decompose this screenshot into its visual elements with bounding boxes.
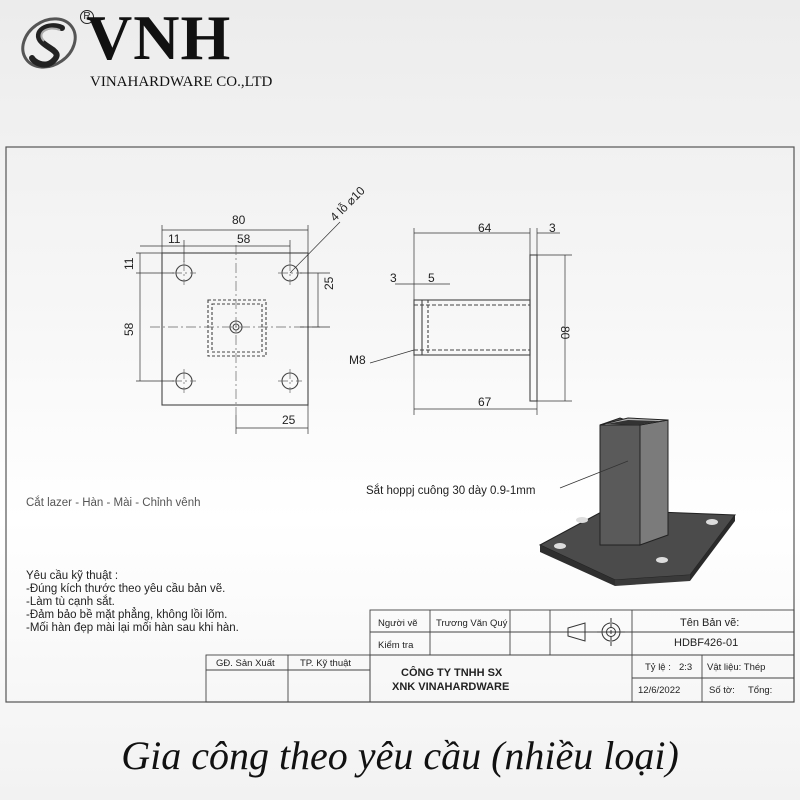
- material-label: Vật liệu: Thép: [707, 662, 765, 673]
- dim-side-3: 3: [549, 221, 556, 235]
- dim-left-mid: 58: [122, 322, 136, 336]
- dim-side-67: 67: [478, 395, 492, 409]
- 3d-render: [538, 417, 736, 586]
- material-callout: Sắt hoppj cuông 30 dày 0.9-1mm: [366, 484, 535, 497]
- caption: Gia công theo yêu cầu (nhiều loại): [121, 733, 679, 778]
- dim-holes: 4 lỗ ⌀10: [327, 183, 368, 224]
- dim-side-3b: 3: [390, 271, 397, 285]
- total-label: Tổng:: [748, 685, 772, 696]
- dim-side-80: 80: [558, 326, 572, 340]
- dim-top-width: 80: [232, 213, 246, 227]
- process-note: Cắt lazer - Hàn - Mài - Chỉnh vênh: [26, 497, 201, 509]
- checker-label: Kiểm tra: [378, 640, 414, 651]
- registered-mark: R: [80, 10, 94, 24]
- requirement-item: -Làm tù cạnh sắt.: [26, 596, 115, 608]
- company-line1: CÔNG TY TNHH SX: [401, 666, 503, 679]
- prod-label: GĐ. Sản Xuất: [216, 658, 275, 669]
- vnh-s-swirl-logo-icon: [21, 17, 77, 69]
- requirement-item: -Mối hàn đẹp mài lại mối hàn sau khi hàn…: [26, 622, 239, 634]
- tech-label: TP. Kỹ thuật: [300, 658, 351, 669]
- dim-thread: M8: [349, 353, 366, 367]
- dim-side-64: 64: [478, 221, 492, 235]
- technical-requirements: Yêu cầu kỹ thuật : -Đúng kích thước theo…: [26, 570, 239, 635]
- requirement-item: -Đảm bảo bề mặt phẳng, không lồi lõm.: [26, 609, 228, 621]
- drawing-code: HDBF426-01: [674, 637, 738, 649]
- technical-drawing: 80 58 11 4 lỗ ⌀10 11 58 25 25 64 3: [5, 146, 795, 703]
- top-view: [136, 221, 341, 434]
- company-name: VINAHARDWARE CO.,LTD: [90, 74, 273, 90]
- dim-top-inner: 58: [237, 232, 251, 246]
- title-block: [205, 609, 795, 703]
- scale-value: 2:3: [679, 662, 692, 673]
- requirements-title: Yêu cầu kỹ thuật :: [26, 570, 119, 582]
- brand-name: VNH: [86, 2, 232, 73]
- requirement-item: -Đúng kích thước theo yêu cầu bản vẽ.: [26, 583, 226, 595]
- drawer-name: Trương Văn Quý: [436, 618, 508, 629]
- company-line2: XNK VINAHARDWARE: [392, 681, 509, 693]
- dim-side-5: 5: [428, 271, 435, 285]
- side-view: [369, 228, 572, 415]
- dim-top-left: 11: [168, 232, 181, 246]
- drawing-name-label: Tên Bản vẽ:: [680, 617, 739, 629]
- scale-label: Tỷ lệ :: [645, 662, 671, 673]
- dim-right-25: 25: [322, 276, 336, 290]
- projection-symbol-icon: [567, 618, 625, 646]
- date: 12/6/2022: [638, 685, 680, 696]
- dim-left-top: 11: [122, 257, 136, 270]
- dim-bottom-25: 25: [282, 413, 296, 427]
- drawer-label: Người vẽ: [378, 618, 418, 629]
- sheet-label: Số tờ:: [709, 685, 735, 696]
